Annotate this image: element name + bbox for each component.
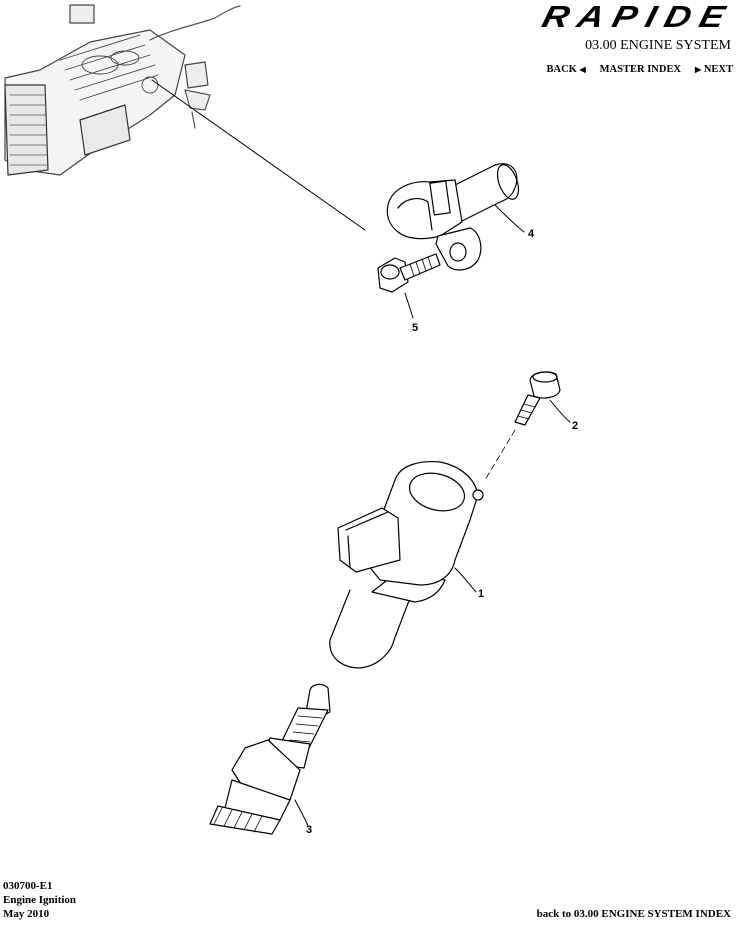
triangle-right-icon: ▶	[695, 65, 702, 74]
drawing-title: Engine Ignition	[3, 894, 77, 906]
back-to-index-link[interactable]: back to 03.00 ENGINE SYSTEM INDEX	[536, 908, 731, 920]
next-label: NEXT	[703, 64, 733, 75]
footer-info: 030700-E1 Engine Ignition May 2010	[3, 879, 76, 921]
next-link[interactable]: ▶ NEXT	[695, 64, 733, 75]
callout-leaders	[294, 204, 571, 827]
back-label: BACK	[546, 64, 577, 75]
part-2-bolt	[514, 371, 561, 426]
part-1-coil	[329, 460, 484, 669]
leader-line	[151, 79, 366, 231]
part-5-bolt	[377, 253, 441, 293]
drawing-code: 030700-E1	[3, 880, 53, 892]
master-index-link[interactable]: MASTER INDEX	[599, 64, 682, 75]
part-3-spark-plug	[209, 683, 331, 835]
nav-bar: BACK ◀ MASTER INDEX ▶ NEXT	[547, 64, 733, 75]
callout-2: 2	[572, 420, 579, 432]
part-4-sensor	[386, 163, 520, 271]
section-title: 03.00 ENGINE SYSTEM	[585, 38, 731, 53]
centerline-dashed	[484, 429, 516, 481]
engine-overview-illustration	[4, 4, 241, 176]
callout-1: 1	[478, 588, 485, 600]
back-link[interactable]: BACK ◀	[547, 64, 586, 75]
callout-5: 5	[412, 322, 419, 334]
triangle-left-icon: ◀	[579, 65, 586, 74]
drawing-date: May 2010	[3, 908, 50, 920]
callout-4: 4	[528, 228, 535, 240]
callout-3: 3	[306, 824, 313, 836]
